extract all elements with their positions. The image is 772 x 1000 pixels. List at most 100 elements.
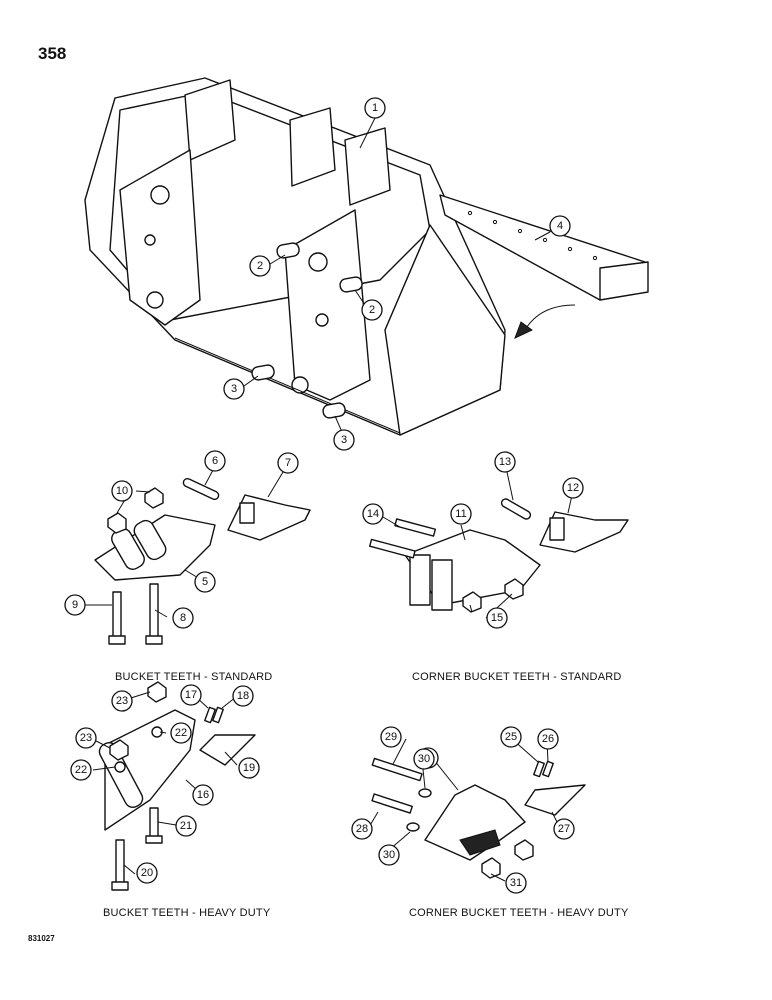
washer (418, 788, 432, 798)
pin-2-right (339, 276, 363, 293)
retainer-pin (533, 760, 545, 778)
callout-30: 30 (413, 748, 435, 770)
svg-text:22: 22 (175, 727, 187, 739)
svg-text:12: 12 (567, 482, 579, 494)
retainer-pin (204, 706, 216, 724)
svg-text:6: 6 (212, 455, 218, 467)
svg-text:25: 25 (505, 731, 517, 743)
callout-17: 17 (180, 684, 202, 706)
callout-22: 22 (170, 722, 192, 744)
corner-heavy-tooth-point (524, 784, 586, 816)
tooth-pin (182, 477, 220, 501)
svg-text:30: 30 (418, 753, 430, 765)
svg-text:27: 27 (558, 823, 570, 835)
left-mount-bracket (119, 149, 201, 326)
svg-text:7: 7 (285, 457, 291, 469)
callout-8: 8 (172, 607, 194, 629)
callout-27: 27 (553, 818, 575, 840)
callout-7: 7 (277, 452, 299, 474)
bolt (371, 793, 413, 814)
nut (462, 591, 482, 613)
callout-23: 23 (75, 727, 97, 749)
callout-12: 12 (562, 477, 584, 499)
svg-text:17: 17 (185, 689, 197, 701)
callout-19: 19 (238, 757, 260, 779)
drawing-code: 831027 (28, 934, 55, 943)
svg-text:19: 19 (243, 762, 255, 774)
callout-2: 2 (361, 299, 383, 321)
callout-15: 15 (486, 607, 508, 629)
washer (114, 761, 126, 773)
nut (147, 681, 167, 703)
callout-14: 14 (362, 503, 384, 525)
svg-text:5: 5 (202, 576, 208, 588)
callout-30: 30 (378, 844, 400, 866)
callout-20: 20 (136, 862, 158, 884)
svg-text:11: 11 (455, 508, 466, 520)
callout-21: 21 (175, 815, 197, 837)
nut (144, 487, 164, 509)
caption-bucket-teeth-heavy-duty: BUCKET TEETH - HEAVY DUTY (103, 907, 271, 919)
retainer-pin (212, 706, 224, 724)
svg-text:22: 22 (75, 764, 87, 776)
callout-3: 3 (223, 378, 245, 400)
corner-standard-group (369, 498, 629, 613)
svg-text:21: 21 (180, 820, 192, 832)
svg-text:23: 23 (116, 695, 128, 707)
callout-25: 25 (500, 726, 522, 748)
standard-teeth-group (94, 477, 311, 645)
callout-16: 16 (192, 784, 214, 806)
bolt (115, 839, 125, 886)
retainer-pin (542, 760, 554, 778)
svg-text:16: 16 (197, 789, 209, 801)
page-number: 358 (38, 44, 67, 63)
nut (481, 857, 501, 879)
corner-heavy-group (371, 757, 586, 879)
callout-31: 31 (505, 872, 527, 894)
callout-4: 4 (549, 215, 571, 237)
caption-corner-bucket-teeth-standard: CORNER BUCKET TEETH - STANDARD (412, 671, 622, 683)
svg-text:29: 29 (385, 731, 397, 743)
callout-11: 11 (450, 503, 472, 525)
callout-22: 22 (70, 759, 92, 781)
svg-text:2: 2 (369, 304, 375, 316)
caption-corner-bucket-teeth-heavy-duty: CORNER BUCKET TEETH - HEAVY DUTY (409, 907, 629, 919)
callout-13: 13 (494, 451, 516, 473)
heavy-duty-group (98, 681, 256, 891)
right-mount-bracket (284, 209, 371, 401)
tooth-pin (500, 498, 532, 520)
bolt (369, 538, 416, 559)
svg-text:10: 10 (116, 485, 128, 497)
bucket-assembly (84, 77, 649, 436)
callout-10: 10 (111, 480, 133, 502)
callout-23: 23 (111, 690, 133, 712)
svg-text:15: 15 (491, 612, 503, 624)
callout-6: 6 (204, 450, 226, 472)
svg-text:28: 28 (356, 823, 368, 835)
callout-29: 29 (380, 726, 402, 748)
corner-heavy-adapter (424, 784, 526, 861)
svg-text:9: 9 (72, 599, 78, 611)
svg-text:2: 2 (257, 260, 263, 272)
svg-text:8: 8 (180, 612, 186, 624)
svg-text:26: 26 (542, 733, 554, 745)
svg-text:18: 18 (237, 690, 249, 702)
nut (107, 512, 127, 534)
callout-3: 3 (333, 429, 355, 451)
bolt (112, 591, 122, 641)
svg-text:3: 3 (341, 434, 347, 446)
nut (514, 839, 534, 861)
bolt (371, 757, 423, 782)
svg-text:4: 4 (557, 220, 563, 232)
bolt (394, 518, 437, 537)
svg-text:13: 13 (499, 456, 511, 468)
callout-2: 2 (249, 255, 271, 277)
callout-5: 5 (194, 571, 216, 593)
pin-2-left (276, 242, 300, 259)
svg-text:1: 1 (372, 102, 378, 114)
nut (109, 739, 129, 761)
svg-text:31: 31 (510, 877, 522, 889)
callout-1: 1 (364, 97, 386, 119)
svg-text:30: 30 (383, 849, 395, 861)
